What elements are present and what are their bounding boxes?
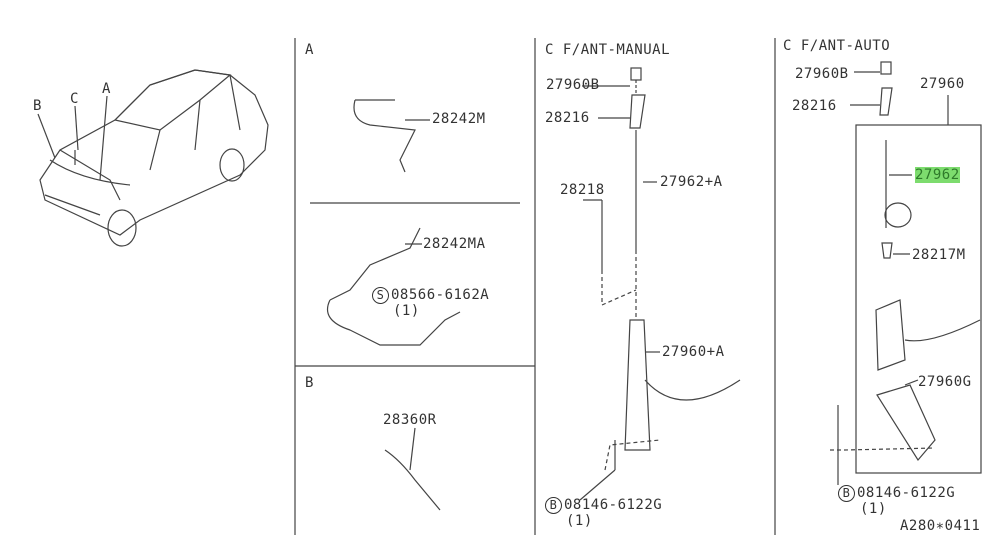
panel-a-label: A [305,42,314,58]
part-label[interactable]: 28217M [912,247,966,263]
part-label[interactable]: 27960 [920,76,965,92]
assembly-box-27960 [855,124,982,474]
part-label[interactable]: 27960B [795,66,849,82]
callout-a: A [102,81,111,97]
diagram-code: A280∗0411 [900,518,981,534]
bolt-symbol: B [545,497,562,514]
part-label[interactable]: 28242M [432,111,486,127]
bolt-qty: (1) [860,501,887,517]
bolt-qty: (1) [566,513,593,529]
panel-auto-title: C F/ANT-AUTO [783,38,891,54]
harness-28242ma [326,227,461,346]
part-label[interactable]: 27960+A [662,344,725,360]
screw-qty: (1) [393,303,420,319]
bolt-part-number: 08146-6122G [857,485,956,501]
screw-symbol: S [372,287,389,304]
part-label[interactable]: 28218 [560,182,605,198]
part-label-highlighted[interactable]: 27962 [915,167,960,183]
auto-antenna [830,61,982,485]
part-label[interactable]: 27960B [546,77,600,93]
part-label[interactable]: 28360R [383,412,437,428]
bolt-part-number: 08146-6122G [564,497,663,513]
manual-antenna [579,67,741,501]
vehicle-illustration [37,69,269,247]
panel-manual-title: C F/ANT-MANUAL [545,42,671,58]
part-label[interactable]: 27962+A [660,174,723,190]
cable-28360r [384,449,441,511]
panel-b-label: B [305,375,314,391]
callout-c: C [70,91,79,107]
part-label[interactable]: 28216 [545,110,590,126]
screw-part-number: 08566-6162A [391,287,490,303]
bolt-symbol: B [838,485,855,502]
part-label[interactable]: 27960G [918,374,972,390]
part-label[interactable]: 28242MA [423,236,486,252]
callout-b: B [33,98,42,114]
part-label[interactable]: 28216 [792,98,837,114]
harness-28242m [353,99,416,173]
